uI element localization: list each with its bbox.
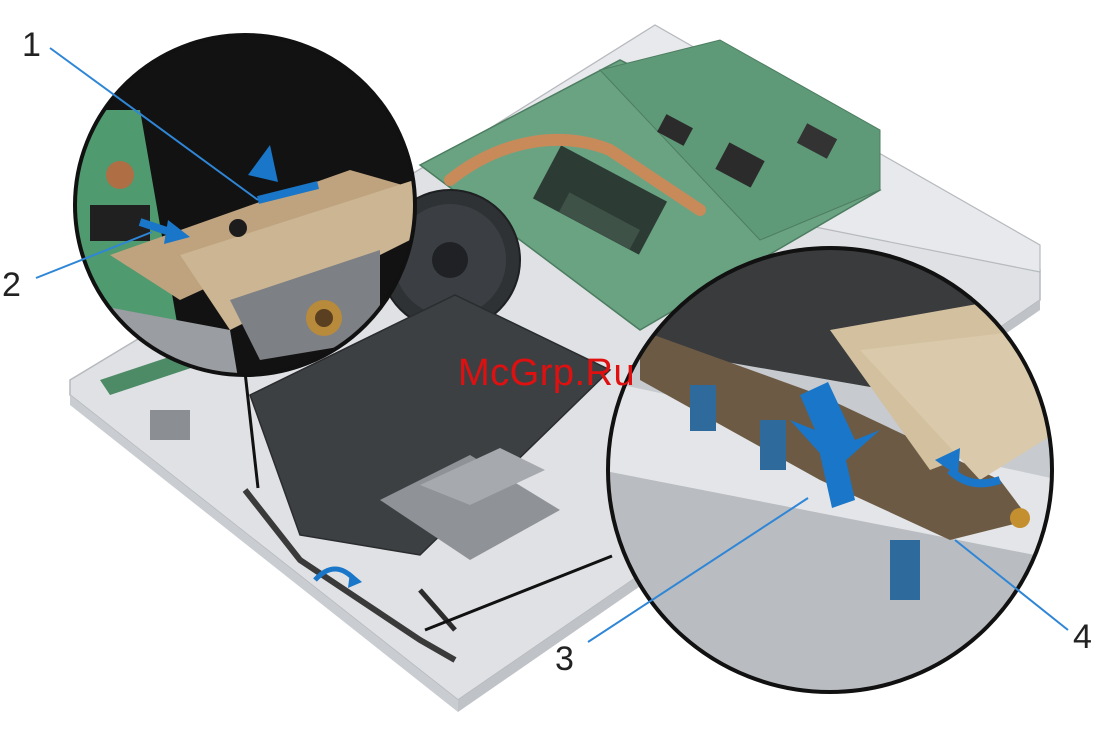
callout-2: 2 bbox=[2, 268, 21, 302]
callout-1: 1 bbox=[22, 28, 41, 62]
callout-4: 4 bbox=[1073, 620, 1092, 654]
callout-3: 3 bbox=[555, 642, 574, 676]
watermark-text: McGrp.Ru bbox=[458, 352, 635, 395]
